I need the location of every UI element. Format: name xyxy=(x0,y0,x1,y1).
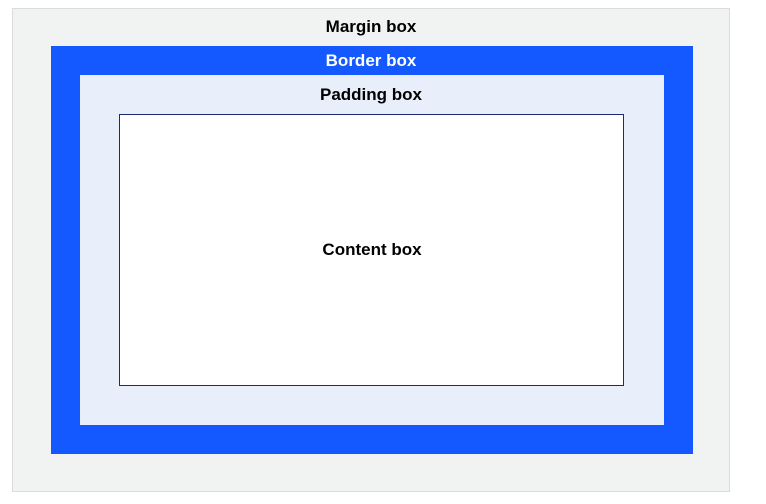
content-box xyxy=(119,114,624,386)
padding-box-label: Padding box xyxy=(320,85,422,104)
content-box-label: Content box xyxy=(322,240,422,259)
border-box-label: Border box xyxy=(325,51,417,70)
margin-box-label: Margin box xyxy=(325,17,417,36)
